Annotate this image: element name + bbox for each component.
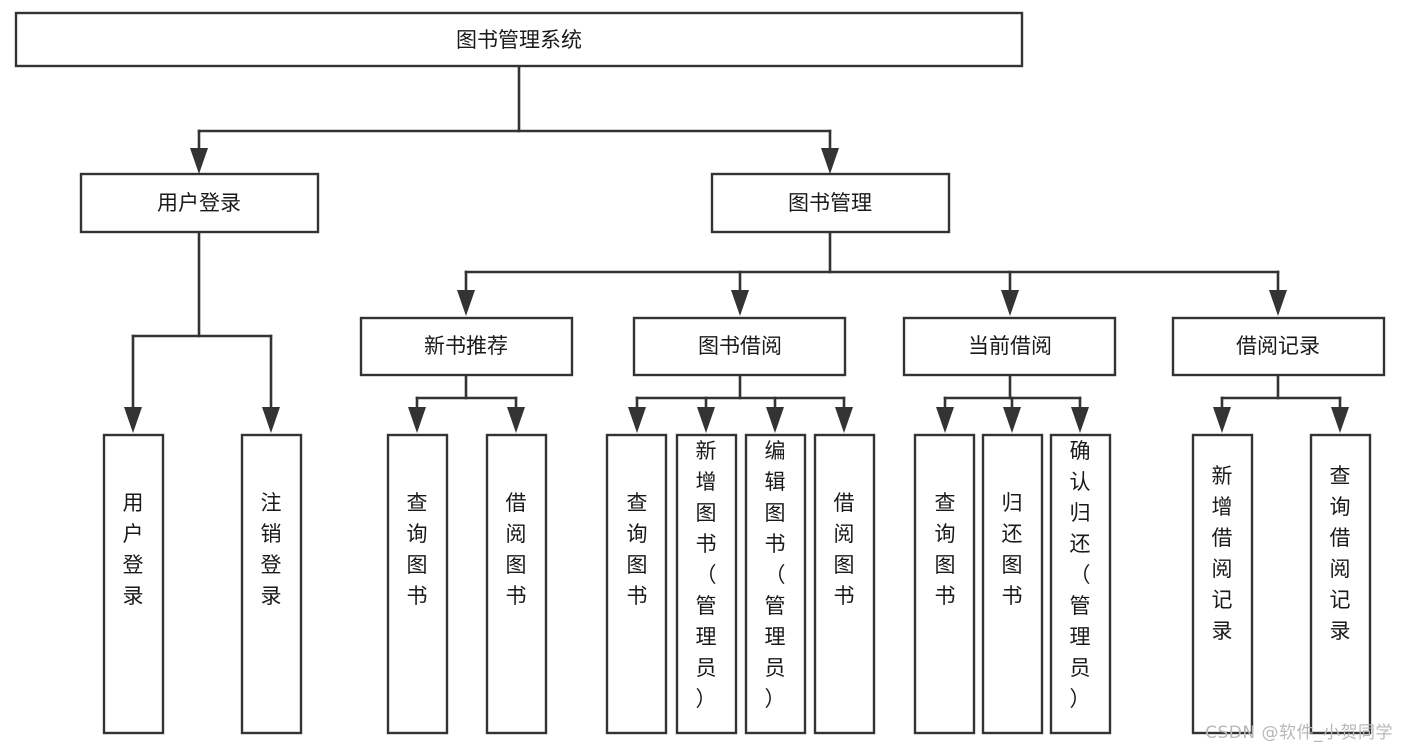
node-book-management-box[interactable]: [710, 172, 951, 234]
node-current-borrow-label: 当前借阅: [968, 334, 1052, 358]
leaf-user-login-label: 用户登录: [123, 491, 144, 608]
arrow-to-leaf-query-book-1: [408, 407, 426, 433]
leaf-return-book-box[interactable]: [981, 433, 1044, 735]
leaf-add-book[interactable]: 新增图书（管理员）: [675, 433, 738, 735]
leaf-query-book-3-box[interactable]: [913, 433, 976, 735]
leaf-query-book-3[interactable]: 查询图书: [913, 433, 976, 735]
node-user-login[interactable]: 用户登录: [79, 172, 320, 234]
arrow-to-leaf-borrow-book-1: [507, 407, 525, 433]
leaf-query-book-1-label: 查询图书: [407, 491, 428, 608]
arrow-to-leaf-query-book-3: [936, 407, 954, 433]
node-borrow-record-box[interactable]: [1171, 316, 1386, 377]
node-book-borrow[interactable]: 图书借阅: [632, 316, 847, 377]
node-root[interactable]: 图书管理系统: [14, 11, 1024, 68]
arrow-to-book-management: [821, 148, 839, 174]
leaf-query-book-2[interactable]: 查询图书: [605, 433, 668, 735]
arrow-to-current-borrow: [1001, 290, 1019, 316]
leaf-borrow-book-2-label: 借阅图书: [834, 491, 855, 608]
arrow-to-new-book-recommend: [457, 290, 475, 316]
leaf-add-record[interactable]: 新增借阅记录: [1191, 433, 1254, 735]
node-book-management[interactable]: 图书管理: [710, 172, 951, 234]
node-book-borrow-label: 图书借阅: [698, 334, 782, 358]
leaf-confirm-return-label: 确认归还（管理员）: [1070, 439, 1091, 711]
connector-layer: [124, 64, 1349, 433]
node-user-login-label: 用户登录: [157, 191, 241, 215]
arrow-to-leaf-logout: [262, 407, 280, 433]
leaf-borrow-book-1[interactable]: 借阅图书: [485, 433, 548, 735]
leaf-query-record-box[interactable]: [1309, 433, 1372, 735]
leaf-logout-label: 注销登录: [261, 491, 282, 608]
leaf-logout-box[interactable]: [240, 433, 303, 735]
node-root-box[interactable]: [14, 11, 1024, 68]
leaf-query-book-3-label: 查询图书: [935, 491, 956, 608]
arrow-to-leaf-confirm-return: [1071, 407, 1089, 433]
node-current-borrow-box[interactable]: [902, 316, 1117, 377]
leaf-add-book-label: 新增图书（管理员）: [696, 439, 717, 711]
arrow-to-leaf-borrow-book-2: [835, 407, 853, 433]
leaf-return-book[interactable]: 归还图书: [981, 433, 1044, 735]
node-borrow-record[interactable]: 借阅记录: [1171, 316, 1386, 377]
node-new-book-recommend-label: 新书推荐: [424, 334, 508, 358]
leaf-user-login-box[interactable]: [102, 433, 165, 735]
leaf-query-record-label: 查询借阅记录: [1330, 464, 1351, 643]
leaf-add-book-box[interactable]: [675, 433, 738, 735]
node-current-borrow[interactable]: 当前借阅: [902, 316, 1117, 377]
leaf-edit-book-label: 编辑图书（管理员）: [765, 439, 786, 711]
leaf-query-record[interactable]: 查询借阅记录: [1309, 433, 1372, 735]
leaf-query-book-1[interactable]: 查询图书: [386, 433, 449, 735]
node-new-book-recommend-box[interactable]: [359, 316, 574, 377]
arrow-to-leaf-add-record: [1213, 407, 1231, 433]
arrow-to-leaf-add-book: [697, 407, 715, 433]
node-borrow-record-label: 借阅记录: [1236, 334, 1320, 358]
arrow-to-book-borrow: [731, 290, 749, 316]
arrow-to-leaf-user-login: [124, 407, 142, 433]
node-root-label: 图书管理系统: [456, 28, 582, 52]
leaf-add-record-box[interactable]: [1191, 433, 1254, 735]
leaf-edit-book-box[interactable]: [744, 433, 807, 735]
leaf-borrow-book-2-box[interactable]: [813, 433, 876, 735]
arrow-to-leaf-query-book-2: [628, 407, 646, 433]
node-book-management-label: 图书管理: [788, 191, 872, 215]
arrow-to-borrow-record: [1269, 290, 1287, 316]
leaf-query-book-2-label: 查询图书: [627, 491, 648, 608]
node-book-borrow-box[interactable]: [632, 316, 847, 377]
leaf-confirm-return[interactable]: 确认归还（管理员）: [1049, 433, 1112, 735]
leaf-query-book-2-box[interactable]: [605, 433, 668, 735]
leaf-return-book-label: 归还图书: [1002, 491, 1023, 608]
leaf-edit-book[interactable]: 编辑图书（管理员）: [744, 433, 807, 735]
arrow-to-leaf-return-book: [1003, 407, 1021, 433]
leaf-add-record-label: 新增借阅记录: [1212, 464, 1233, 643]
leaf-query-book-1-box[interactable]: [386, 433, 449, 735]
arrow-to-leaf-edit-book: [766, 407, 784, 433]
leaf-logout[interactable]: 注销登录: [240, 433, 303, 735]
arrow-to-leaf-query-record: [1331, 407, 1349, 433]
node-user-login-box[interactable]: [79, 172, 320, 234]
leaf-borrow-book-2[interactable]: 借阅图书: [813, 433, 876, 735]
leaf-borrow-book-1-box[interactable]: [485, 433, 548, 735]
leaf-borrow-book-1-label: 借阅图书: [506, 491, 527, 608]
node-new-book-recommend[interactable]: 新书推荐: [359, 316, 574, 377]
leaf-confirm-return-box[interactable]: [1049, 433, 1112, 735]
leaf-user-login[interactable]: 用户登录: [102, 433, 165, 735]
arrow-to-user-login: [190, 148, 208, 174]
